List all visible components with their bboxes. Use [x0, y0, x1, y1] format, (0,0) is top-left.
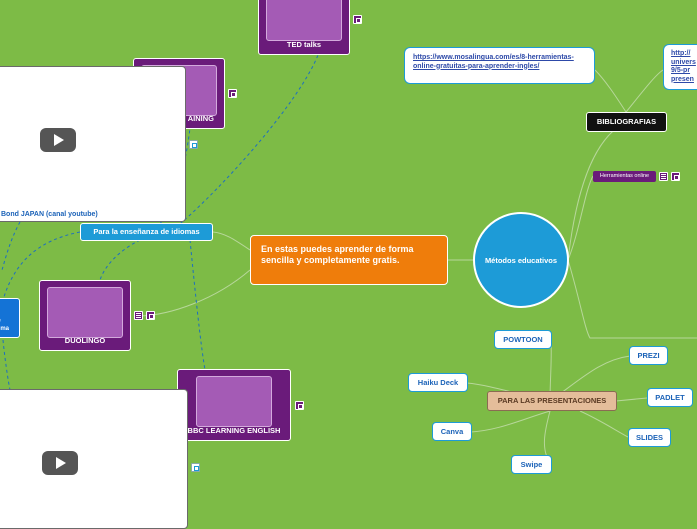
connector — [189, 239, 206, 371]
haiku-deck-node[interactable]: Haiku Deck — [408, 373, 468, 392]
external-link-icon[interactable] — [295, 401, 304, 410]
duolingo-node[interactable]: DUOLINGO — [39, 280, 131, 351]
ted-talks-label: TED talks — [286, 40, 322, 49]
external-link-icon[interactable] — [189, 140, 198, 149]
bibliography-node[interactable]: BIBLIOGRAFIAS — [586, 112, 667, 132]
connector — [579, 410, 629, 438]
ted-talks-node[interactable]: TED talks — [258, 0, 350, 55]
notes-icon[interactable] — [134, 311, 143, 320]
bbc-thumbnail — [196, 376, 272, 427]
partial-left-node[interactable]: s re ioma — [0, 298, 20, 338]
ted-talks-thumbnail — [266, 0, 342, 41]
bbc-label: BBC LEARNING ENGLISH — [187, 426, 281, 435]
bibliography-link-2[interactable]: http:// univers 9/5-pr presen — [663, 44, 697, 90]
central-node[interactable]: Métodos educativos — [473, 212, 569, 308]
main-topic-node[interactable]: En estas puedes aprender de forma sencil… — [250, 235, 448, 285]
play-icon[interactable] — [40, 128, 76, 152]
connector — [2, 231, 81, 301]
connector — [567, 259, 697, 339]
duolingo-label: DUOLINGO — [64, 336, 106, 345]
padlet-node[interactable]: PADLET — [647, 388, 693, 407]
connector — [99, 239, 141, 281]
prezi-node[interactable]: PREZI — [629, 346, 668, 365]
canva-node[interactable]: Canva — [432, 422, 472, 441]
video-embed-bottom[interactable] — [0, 389, 188, 529]
connector — [567, 175, 594, 261]
connector — [179, 54, 319, 225]
external-link-icon[interactable] — [353, 15, 362, 24]
connector — [615, 397, 648, 402]
powtoon-node[interactable]: POWTOON — [494, 330, 552, 349]
video-embed-top[interactable]: Bond JAPAN (canal youtube) — [0, 66, 186, 222]
external-link-icon[interactable] — [146, 311, 155, 320]
play-icon[interactable] — [42, 451, 78, 475]
external-link-icon[interactable] — [191, 463, 200, 472]
connector — [2, 339, 11, 391]
connector — [470, 410, 551, 433]
external-link-icon[interactable] — [671, 172, 680, 181]
duolingo-thumbnail — [47, 287, 123, 338]
connector — [139, 269, 251, 317]
connector — [567, 121, 627, 261]
online-tools-node[interactable]: Herramientas online — [593, 171, 656, 182]
training-label: AINING — [187, 114, 214, 123]
bibliography-link-1[interactable]: https://www.mosalingua.com/es/8-herramie… — [404, 47, 595, 84]
notes-icon[interactable] — [659, 172, 668, 181]
presentations-node[interactable]: PARA LAS PRESENTACIONES — [487, 391, 617, 411]
connector — [1, 221, 21, 271]
bbc-learning-node[interactable]: BBC LEARNING ENGLISH — [177, 369, 291, 441]
video-caption[interactable]: Bond JAPAN (canal youtube) — [1, 211, 98, 218]
slides-node[interactable]: SLIDES — [628, 428, 671, 447]
swipe-node[interactable]: Swipe — [511, 455, 552, 474]
language-teaching-node[interactable]: Para la enseñanza de idiomas — [80, 223, 213, 241]
connector — [625, 69, 664, 113]
connector — [212, 231, 251, 251]
external-link-icon[interactable] — [228, 89, 237, 98]
connector — [594, 69, 627, 113]
